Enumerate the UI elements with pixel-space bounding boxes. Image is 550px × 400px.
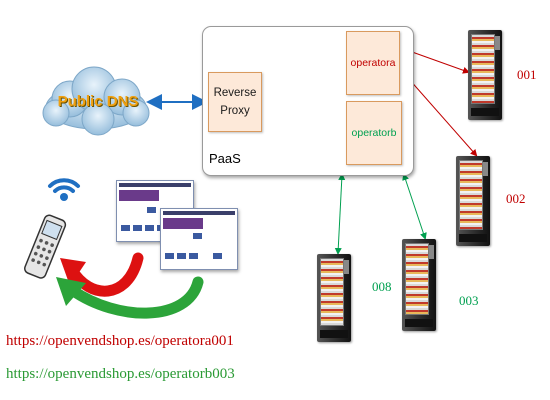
green-curved-arrow-head (56, 277, 86, 306)
vending-machine-001 (468, 30, 502, 120)
reverse-proxy-box: Reverse Proxy (208, 72, 262, 132)
operatorb-008-link (334, 173, 346, 255)
vending-machine-008 (317, 254, 351, 342)
paas-label: PaaS (209, 151, 241, 166)
red-curved-arrow-head (60, 258, 86, 286)
machine-label-001: 001 (517, 67, 537, 82)
url-operatora[interactable]: https://openvendshop.es/operatora001 (6, 333, 234, 349)
webshop-screenshot-b (160, 208, 238, 270)
operatorb-box: operatorb (346, 101, 402, 165)
operatora-box: operatora (346, 31, 400, 95)
machine-label-003: 003 (459, 293, 479, 308)
machine-label-008: 008 (372, 279, 392, 294)
vending-machine-003 (402, 239, 436, 331)
vending-machine-002 (456, 156, 490, 246)
cloud-icon (42, 66, 150, 136)
green-curved-arrow (66, 276, 204, 319)
wifi-icon (48, 178, 80, 201)
reverse-proxy-label: Reverse Proxy (213, 87, 257, 117)
operatorb-label: operatorb (351, 127, 397, 139)
red-curved-arrow (66, 252, 144, 297)
mobile-phone-icon (24, 214, 67, 279)
url-operatorb[interactable]: https://openvendshop.es/operatorb003 (6, 366, 235, 382)
machine-label-002: 002 (506, 191, 526, 206)
operatorb-003-link (402, 173, 427, 240)
cloud-label: Public DNS (57, 93, 139, 110)
operatora-label: operatora (350, 57, 396, 69)
